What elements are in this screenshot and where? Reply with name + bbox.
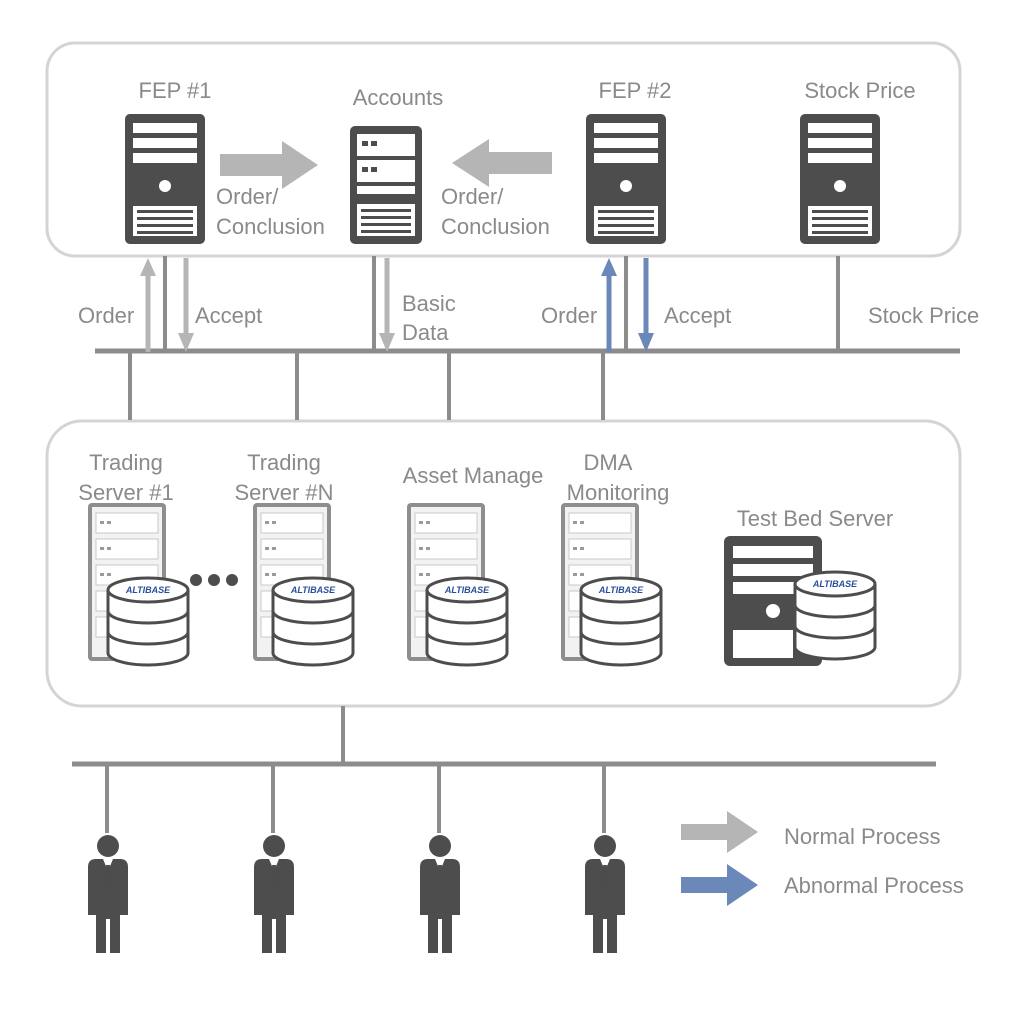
trading1-label-line2: Server #1 — [78, 480, 173, 505]
db-logo-3: ALTIBASE — [444, 585, 490, 595]
fep2-server-icon — [586, 114, 666, 244]
stock-price-link-label: Stock Price — [868, 303, 979, 328]
accounts-label: Accounts — [353, 85, 444, 110]
trading1-label-line1: Trading — [89, 450, 163, 475]
legend-abnormal-arrow — [681, 864, 758, 906]
testbed-label: Test Bed Server — [737, 506, 894, 531]
db-logo-4: ALTIBASE — [598, 585, 644, 595]
accept-left-label: Accept — [195, 303, 262, 328]
tradingN-db-icon: ALTIBASE — [271, 576, 355, 667]
ellipsis-dot-3 — [226, 574, 238, 586]
user-icon-4 — [585, 835, 625, 953]
ellipsis-dot-2 — [208, 574, 220, 586]
db-logo-2: ALTIBASE — [290, 585, 336, 595]
fep1-server-icon — [125, 114, 205, 244]
basic-data-label-line2: Data — [402, 320, 449, 345]
tradingN-label-line2: Server #N — [234, 480, 333, 505]
user-icon-1 — [88, 835, 128, 953]
user-icon-3 — [420, 835, 460, 953]
db-logo-5: ALTIBASE — [812, 579, 858, 589]
basic-data-down-arrow — [379, 258, 395, 352]
order-arrow-left — [452, 139, 552, 187]
db-logo-1: ALTIBASE — [125, 585, 171, 595]
legend-abnormal-label: Abnormal Process — [784, 873, 964, 898]
testbed-db-icon: ALTIBASE — [793, 570, 877, 661]
accept-down-arrow-right — [638, 258, 654, 352]
dma-label-line2: Monitoring — [567, 480, 670, 505]
legend-normal-arrow — [681, 811, 758, 853]
stock-price-label: Stock Price — [804, 78, 915, 103]
order-up-arrow-left — [140, 258, 156, 352]
order-left-label: Order — [78, 303, 134, 328]
order-up-arrow-right — [601, 258, 617, 352]
user-icon-2 — [254, 835, 294, 953]
trading1-db-icon: ALTIBASE — [106, 576, 190, 667]
order-conclusion-right-line1: Order/ — [441, 184, 504, 209]
basic-data-label-line1: Basic — [402, 291, 456, 316]
fep1-label: FEP #1 — [139, 78, 212, 103]
stock-price-server-icon — [800, 114, 880, 244]
order-conclusion-left-line2: Conclusion — [216, 214, 325, 239]
order-conclusion-left-line1: Order/ — [216, 184, 279, 209]
order-arrow-right — [220, 141, 318, 189]
dma-db-icon: ALTIBASE — [579, 576, 663, 667]
fep2-label: FEP #2 — [599, 78, 672, 103]
legend-normal-label: Normal Process — [784, 824, 940, 849]
order-right-label: Order — [541, 303, 597, 328]
order-conclusion-right-line2: Conclusion — [441, 214, 550, 239]
accept-right-label: Accept — [664, 303, 731, 328]
asset-label: Asset Manage — [403, 463, 544, 488]
dma-label-line1: DMA — [584, 450, 633, 475]
ellipsis-dot-1 — [190, 574, 202, 586]
accounts-server-icon — [350, 126, 422, 244]
tradingN-label-line1: Trading — [247, 450, 321, 475]
top-panel — [45, 41, 962, 258]
asset-db-icon: ALTIBASE — [425, 576, 509, 667]
accept-down-arrow-left — [178, 258, 194, 352]
